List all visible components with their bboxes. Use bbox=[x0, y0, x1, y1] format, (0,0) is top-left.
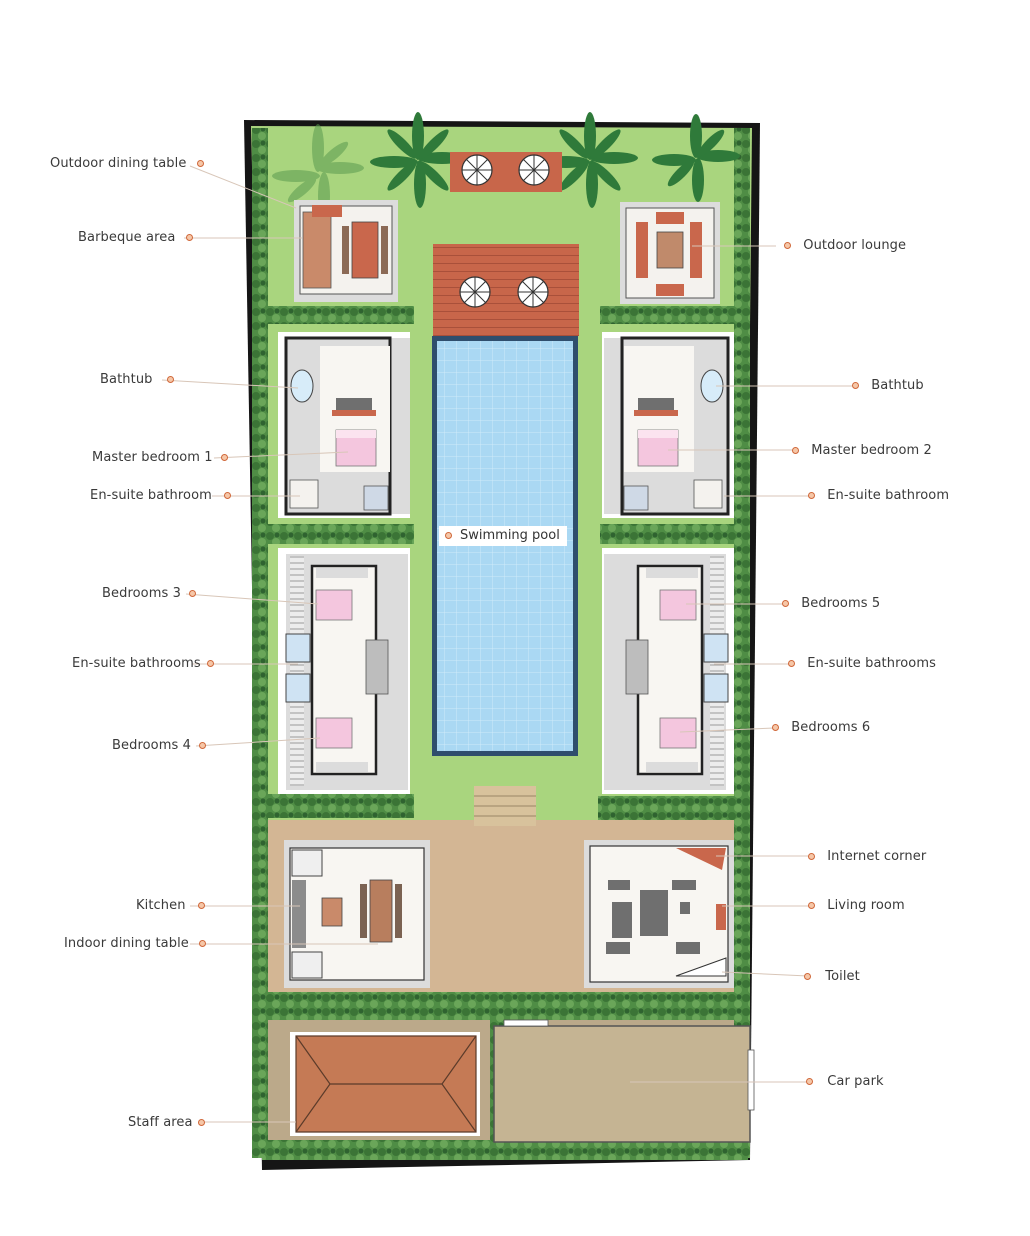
marker-dot-icon bbox=[199, 940, 207, 947]
label-text: Car park bbox=[827, 1074, 884, 1089]
living-room-sofa bbox=[640, 890, 668, 936]
umbrella-icon bbox=[518, 154, 550, 186]
label-text: Master bedroom 1 bbox=[92, 450, 213, 465]
palm-tree-4 bbox=[652, 114, 740, 202]
indoor-dining-table-shape bbox=[369, 879, 393, 943]
label-bedrooms-5: Bedrooms 5 bbox=[782, 596, 880, 611]
label-text: En-suite bathrooms bbox=[72, 656, 201, 671]
label-kitchen: Kitchen bbox=[136, 898, 205, 913]
label-text: Master bedroom 2 bbox=[811, 443, 932, 458]
marker-dot-icon bbox=[808, 902, 815, 909]
label-text: Bedrooms 3 bbox=[102, 586, 181, 601]
hedge-left bbox=[252, 128, 268, 1158]
hedge-row bbox=[268, 524, 414, 544]
lounge-sofa bbox=[636, 222, 648, 278]
label-internet-corner: Internet corner bbox=[808, 849, 926, 864]
internet-corner-desk bbox=[676, 848, 726, 870]
marker-dot-icon bbox=[852, 382, 859, 389]
hedge-row bbox=[268, 992, 744, 1020]
marker-dot-icon bbox=[166, 376, 174, 383]
hedge-row bbox=[598, 796, 734, 820]
marker-dot-icon bbox=[224, 492, 232, 499]
marker-dot-icon bbox=[804, 973, 811, 980]
label-text: Internet corner bbox=[827, 849, 927, 864]
car-park-area bbox=[493, 1025, 751, 1143]
label-bathtub-right: Bathtub bbox=[852, 378, 924, 393]
bed-3 bbox=[315, 589, 353, 621]
marker-dot-icon bbox=[782, 600, 789, 607]
bbq-counter bbox=[302, 211, 332, 289]
marker-dot-icon bbox=[185, 234, 193, 241]
label-text: En-suite bathroom bbox=[90, 488, 212, 503]
marker-dot-icon bbox=[197, 902, 205, 909]
label-text: Outdoor dining table bbox=[50, 156, 187, 171]
umbrella-icon bbox=[517, 276, 549, 308]
bed-6 bbox=[659, 717, 697, 749]
marker-dot-icon bbox=[788, 660, 795, 667]
hedge-row bbox=[600, 306, 734, 324]
label-text: En-suite bathroom bbox=[827, 488, 950, 503]
marker-dot-icon bbox=[220, 454, 228, 461]
palm-tree-3 bbox=[542, 112, 638, 208]
outdoor-dining-table-shape bbox=[351, 221, 379, 279]
label-text: Bedrooms 4 bbox=[112, 738, 191, 753]
kitchen-counter bbox=[292, 880, 306, 948]
label-text: Bedrooms 5 bbox=[801, 596, 881, 611]
hedge-row bbox=[600, 524, 734, 544]
hedge-row bbox=[268, 794, 414, 818]
label-text: Barbeque area bbox=[78, 230, 176, 245]
hedge-bottom bbox=[262, 1140, 748, 1160]
label-outdoor-dining-table: Outdoor dining table bbox=[50, 156, 204, 171]
label-text: Toilet bbox=[825, 969, 860, 984]
label-car-park: Car park bbox=[806, 1074, 884, 1089]
label-bathtub-left: Bathtub bbox=[100, 372, 174, 387]
bathtub-shape bbox=[290, 369, 314, 403]
marker-dot-icon bbox=[196, 160, 204, 167]
marker-dot-icon bbox=[772, 724, 779, 731]
marker-dot-icon bbox=[806, 1078, 813, 1085]
label-text: Bathtub bbox=[100, 372, 153, 387]
label-swimming-pool: Swimming pool bbox=[439, 526, 567, 546]
label-bedrooms-6: Bedrooms 6 bbox=[772, 720, 870, 735]
label-staff-area: Staff area bbox=[128, 1115, 205, 1130]
bed-5 bbox=[659, 589, 697, 621]
label-ensuite-bathroom-left: En-suite bathroom bbox=[90, 488, 232, 503]
umbrella-icon bbox=[459, 276, 491, 308]
label-ensuite-bathrooms-left: En-suite bathrooms bbox=[72, 656, 214, 671]
bed-4 bbox=[315, 717, 353, 749]
label-outdoor-lounge: Outdoor lounge bbox=[784, 238, 906, 253]
label-toilet: Toilet bbox=[804, 969, 860, 984]
label-living-room: Living room bbox=[808, 898, 905, 913]
marker-dot-icon bbox=[445, 532, 452, 539]
label-text: Staff area bbox=[128, 1115, 193, 1130]
marker-dot-icon bbox=[808, 853, 815, 860]
label-text: Bathtub bbox=[871, 378, 924, 393]
label-ensuite-bathroom-right: En-suite bathroom bbox=[808, 488, 949, 503]
label-text: En-suite bathrooms bbox=[807, 656, 936, 671]
label-bedrooms-4: Bedrooms 4 bbox=[112, 738, 207, 753]
marker-dot-icon bbox=[189, 590, 197, 597]
label-text: Swimming pool bbox=[460, 528, 560, 543]
marker-dot-icon bbox=[784, 242, 791, 249]
hedge-row bbox=[268, 306, 414, 324]
marker-dot-icon bbox=[199, 742, 207, 749]
marker-dot-icon bbox=[808, 492, 815, 499]
pool-deck bbox=[433, 244, 579, 336]
label-bedrooms-3: Bedrooms 3 bbox=[102, 586, 197, 601]
marker-dot-icon bbox=[207, 660, 214, 667]
label-text: Bedrooms 6 bbox=[791, 720, 871, 735]
label-barbeque-area: Barbeque area bbox=[78, 230, 193, 245]
label-master-bedroom-1: Master bedroom 1 bbox=[92, 450, 228, 465]
marker-dot-icon bbox=[792, 447, 799, 454]
label-master-bedroom-2: Master bedroom 2 bbox=[792, 443, 932, 458]
umbrella-icon bbox=[461, 154, 493, 186]
marker-dot-icon bbox=[197, 1119, 205, 1126]
label-ensuite-bathrooms-right: En-suite bathrooms bbox=[788, 656, 936, 671]
label-text: Living room bbox=[827, 898, 905, 913]
label-text: Kitchen bbox=[136, 898, 186, 913]
label-text: Indoor dining table bbox=[64, 936, 189, 951]
label-text: Outdoor lounge bbox=[803, 238, 907, 253]
label-indoor-dining-table: Indoor dining table bbox=[64, 936, 207, 951]
